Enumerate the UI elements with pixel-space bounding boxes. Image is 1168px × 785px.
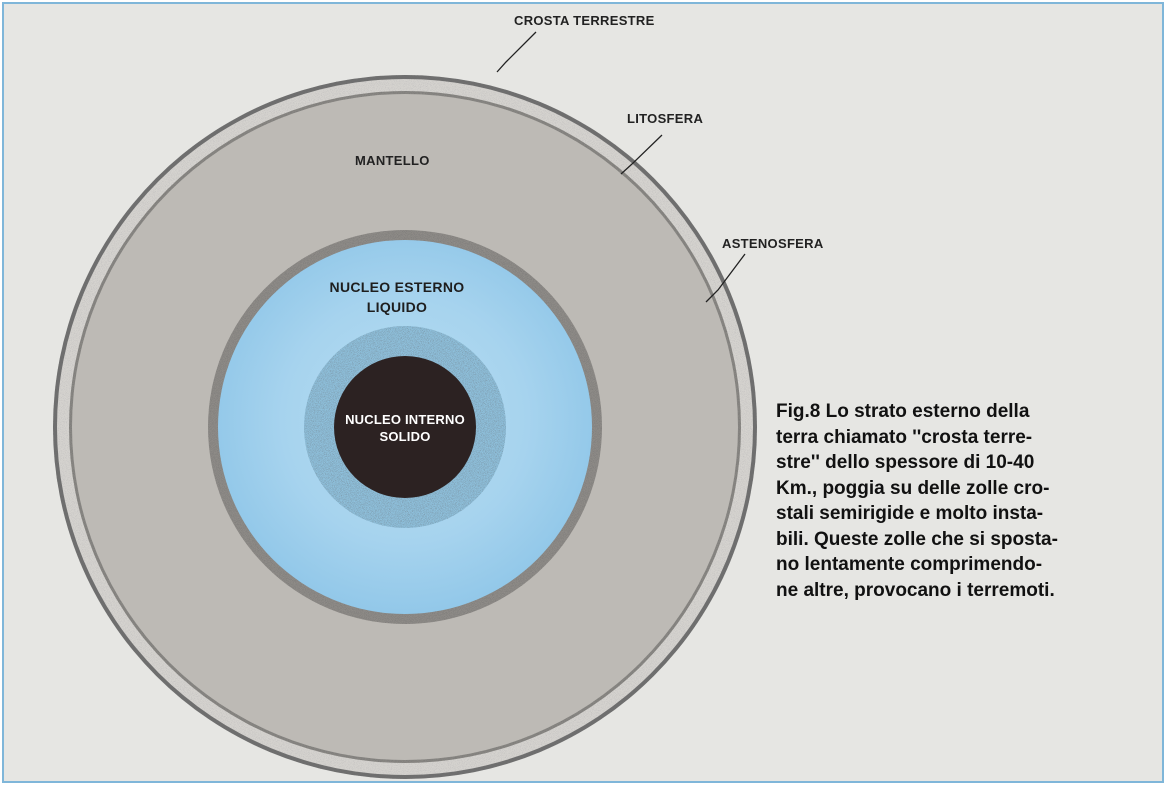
caption-line: ne altre, provocano i terremoti. [776,579,1055,601]
inner-core-layer [334,356,476,498]
nucleo-esterno-label-line2: LIQUIDO [367,299,427,315]
caption-line: stre'' dello spessore di 10-40 [776,452,1035,473]
caption-line: Fig.8 Lo strato esterno della [776,401,1030,422]
caption-line: bili. Queste zolle che si sposta- [776,528,1058,550]
crosta-terrestre-label: CROSTA TERRESTRE [514,13,655,28]
astenosfera-label: ASTENOSFERA [722,236,824,251]
litosfera-label: LITOSFERA [627,111,703,126]
earth-structure-diagram: CROSTA TERRESTRE LITOSFERA ASTENOSFERA M… [53,13,824,779]
caption-line: stali semirigide e molto insta- [776,503,1044,524]
nucleo-interno-label-line2: SOLIDO [379,429,430,444]
caption-line: no lentamente comprimendo- [776,554,1043,575]
figure-caption: Fig.8 Lo strato esterno della terra chia… [776,399,1148,603]
nucleo-esterno-label-line1: NUCLEO ESTERNO [330,279,465,295]
crosta-leader-line [496,31,537,73]
caption-line: terra chiamato ''crosta terre- [776,426,1033,448]
mantello-label: MANTELLO [355,153,430,168]
nucleo-interno-label-line1: NUCLEO INTERNO [345,412,465,427]
astenosfera-leader-line [705,253,746,303]
caption-line: Km., poggia su delle zolle cro- [776,477,1050,499]
litosfera-leader-line [620,134,663,175]
